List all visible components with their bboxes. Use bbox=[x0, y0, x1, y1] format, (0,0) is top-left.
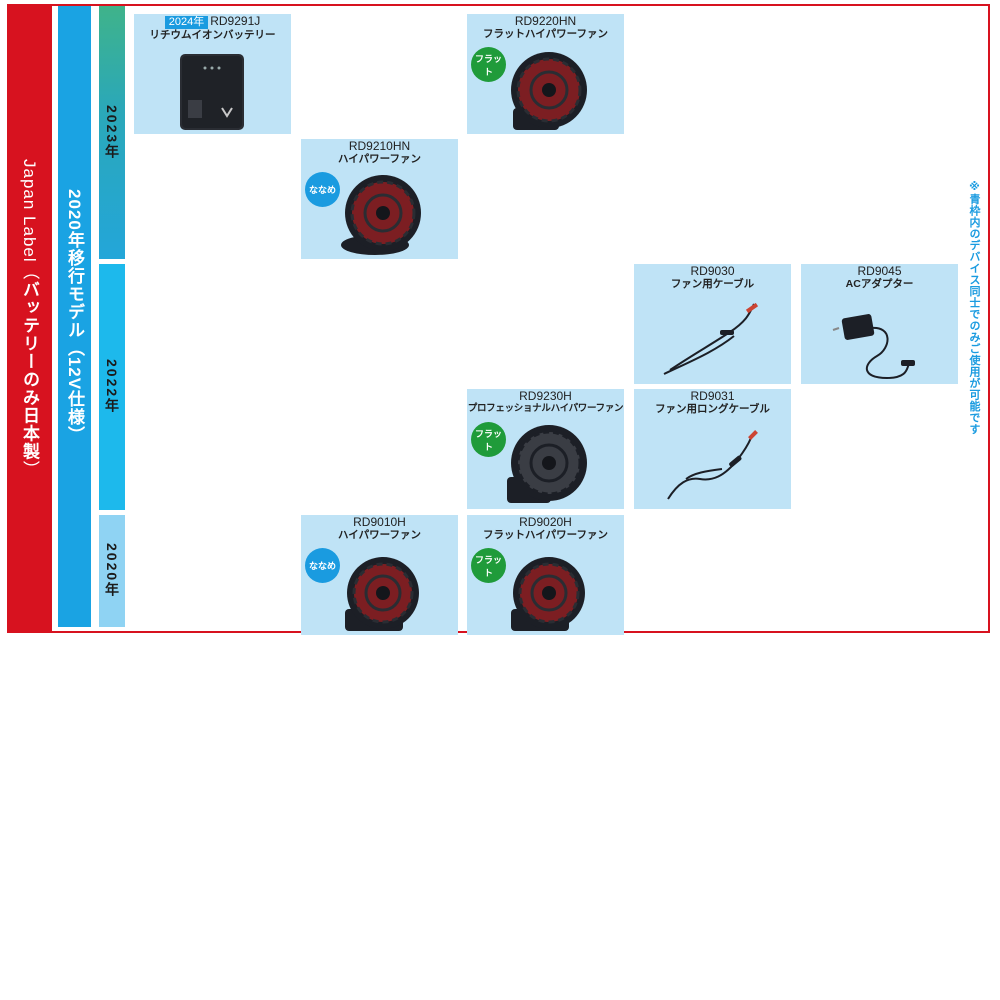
flat-badge: フラット bbox=[471, 422, 506, 457]
cable-image bbox=[663, 302, 759, 375]
year-2020-bar: 2020年 bbox=[99, 515, 125, 627]
red-fan-image bbox=[341, 175, 421, 255]
product-card-rd9045[interactable]: RD9045 ACアダプター bbox=[801, 264, 958, 384]
product-card-rd9220hn[interactable]: RD9220HN フラットハイパワーファン フラット bbox=[467, 14, 624, 134]
product-code: RD9020H bbox=[519, 515, 572, 529]
product-code: RD9291J bbox=[210, 14, 261, 28]
ac-adapter-image bbox=[832, 314, 915, 380]
product-name: ファン用ケーブル bbox=[670, 278, 755, 290]
product-code: RD9010H bbox=[353, 515, 406, 529]
year-2022-bar: 2022年 bbox=[99, 264, 125, 510]
year-2023-bar: 2023年 bbox=[99, 6, 125, 259]
new-year-tag: 2024年 bbox=[164, 16, 209, 29]
product-name: ハイパワーファン bbox=[338, 529, 421, 541]
flat-badge: フラット bbox=[471, 548, 506, 583]
product-code: RD9230H bbox=[519, 389, 572, 403]
product-card-rd9020h[interactable]: RD9020H フラットハイパワーファン フラット bbox=[467, 515, 624, 635]
angled-badge: ななめ bbox=[305, 548, 340, 583]
japan-label-prefix: Japan Label（ bbox=[20, 158, 39, 281]
product-name: リチウムイオンバッテリー bbox=[149, 29, 276, 41]
product-card-rd9031[interactable]: RD9031 ファン用ロングケーブル bbox=[634, 389, 791, 509]
japan-label-suffix: ） bbox=[20, 460, 39, 479]
product-name: ハイパワーファン bbox=[338, 153, 421, 165]
product-code: RD9030 bbox=[690, 264, 735, 278]
product-name: フラットハイパワーファン bbox=[483, 28, 608, 40]
japan-label-bar: Japan Label（バッテリーのみ日本製） bbox=[7, 4, 52, 633]
product-code: RD9045 bbox=[857, 264, 902, 278]
product-card-rd9210hn[interactable]: RD9210HN ハイパワーファン ななめ bbox=[301, 139, 458, 259]
product-card-rd9030[interactable]: RD9030 ファン用ケーブル bbox=[634, 264, 791, 384]
japan-label-bold: バッテリーのみ日本製 bbox=[20, 280, 39, 461]
product-name: ACアダプター bbox=[845, 278, 914, 290]
product-code: RD9220HN bbox=[514, 14, 577, 28]
flat-badge: フラット bbox=[471, 47, 506, 82]
product-name: プロフェッショナルハイパワーファン bbox=[467, 403, 624, 414]
long-cable-image bbox=[667, 430, 758, 500]
battery-image bbox=[180, 54, 244, 130]
year-2020-label: 2020年 bbox=[104, 543, 120, 599]
model-bar-text: 2020年移行モデル（12V仕様） bbox=[65, 188, 84, 445]
product-card-rd9010h[interactable]: RD9010H ハイパワーファン ななめ bbox=[301, 515, 458, 635]
product-name: フラットハイパワーファン bbox=[483, 529, 608, 541]
product-card-rd9230h[interactable]: RD9230H プロフェッショナルハイパワーファン フラット bbox=[467, 389, 624, 509]
product-name: ファン用ロングケーブル bbox=[655, 403, 770, 415]
angled-badge: ななめ bbox=[305, 172, 340, 207]
product-code: RD9031 bbox=[690, 389, 735, 403]
red-fan-image bbox=[511, 557, 585, 631]
model-bar: 2020年移行モデル（12V仕様） bbox=[58, 6, 91, 627]
black-fan-image bbox=[507, 425, 587, 503]
red-fan-image bbox=[345, 557, 419, 631]
product-code: RD9210HN bbox=[348, 139, 411, 153]
year-2022-label: 2022年 bbox=[104, 359, 120, 415]
compatibility-note-text: ※青枠内のデバイス同士でのみご使用が可能です bbox=[968, 180, 980, 435]
compatibility-note: ※青枠内のデバイス同士でのみご使用が可能です bbox=[966, 180, 982, 435]
red-fan-image bbox=[511, 52, 587, 130]
year-2023-label: 2023年 bbox=[104, 104, 120, 161]
